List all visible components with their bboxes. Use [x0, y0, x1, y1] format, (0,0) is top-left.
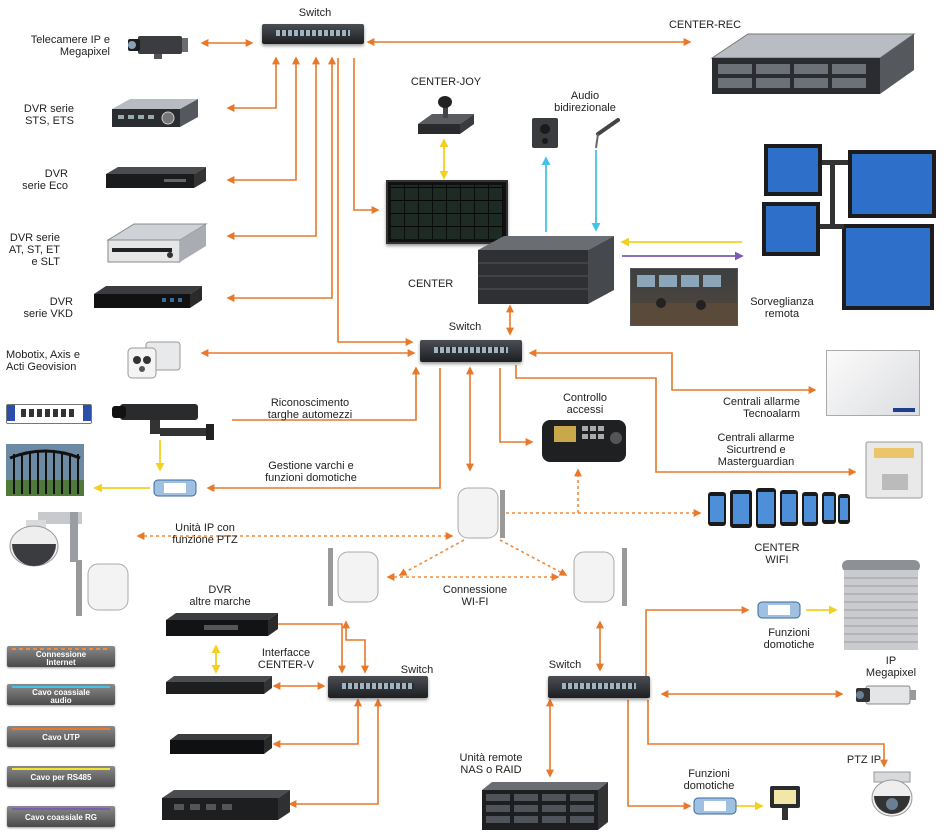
- switch-right: [548, 676, 650, 698]
- ip-megapixel-camera-icon: [850, 680, 920, 710]
- wire-dvr-eco: [226, 56, 300, 184]
- mobotix-camera-icon: [124, 338, 186, 382]
- joystick-icon: [414, 92, 478, 138]
- wire-dvr-vkd: [226, 56, 336, 302]
- nas-raid-icon: [480, 780, 610, 832]
- switch-top: [262, 24, 364, 44]
- dvr-at-icon: [106, 218, 208, 266]
- gate-icon: [6, 444, 84, 496]
- wifi-ap-right: [570, 548, 636, 608]
- wire-monitor: [353, 58, 380, 214]
- switch-mid: [420, 340, 522, 362]
- legend-rs485: Cavo per RS485: [7, 766, 115, 787]
- lpr-camera-icon: [106, 398, 216, 442]
- wire-funzioni1: [645, 606, 750, 676]
- dvr-eco-icon: [104, 164, 208, 192]
- dvr-lower-1-icon: [168, 732, 274, 756]
- wire-tecnoalarm: [528, 349, 817, 394]
- wire-dvr-at: [226, 56, 320, 240]
- center-joy-label: CENTER-JOY: [410, 76, 482, 88]
- wire-targhe: [232, 366, 420, 421]
- wifi-ap-left: [316, 548, 388, 608]
- video-wall-monitor: [386, 180, 508, 244]
- dvr-sts-icon: [110, 95, 200, 131]
- wire-ptz: [647, 700, 888, 768]
- switch-top-label: Switch: [298, 7, 332, 19]
- plate-icon: [6, 404, 92, 424]
- wire-dvr-altre: [278, 623, 346, 674]
- control-room-photo: [630, 268, 738, 326]
- remote-monitors: [760, 140, 940, 312]
- ptz-dome-icon: [4, 508, 88, 570]
- wire-accessi: [499, 368, 534, 446]
- wire-dvr-sts: [226, 56, 280, 112]
- dvr-lower-2-icon: [160, 788, 292, 824]
- domotic-module-icon: [152, 478, 198, 498]
- speaker-icon: [530, 116, 562, 150]
- wire-dvr3: [272, 698, 362, 748]
- switch-right-label: Switch: [548, 659, 582, 671]
- ptz-ip-dome-icon: [866, 770, 918, 822]
- wifi-ap-center: [452, 486, 508, 542]
- microphone-icon: [578, 116, 622, 150]
- mobile-devices: [706, 488, 852, 530]
- center-rec-label: CENTER-REC: [668, 19, 742, 31]
- dvr-vkd-icon: [92, 284, 204, 312]
- domotic-module-2-icon: [692, 796, 738, 816]
- wire-ap-left: [342, 620, 369, 674]
- center-server: [476, 232, 616, 306]
- box-camera-icon: [124, 30, 192, 60]
- domotic-module-1-icon: [756, 600, 802, 620]
- legend-rg: Cavo coassiale RG: [7, 806, 115, 827]
- center-label: CENTER: [408, 278, 454, 290]
- wire-top-mid: [337, 58, 414, 346]
- switch-left: [328, 676, 428, 698]
- wifi-antenna-left-icon: [70, 560, 130, 616]
- wire-sicurtrend: [515, 365, 857, 476]
- alarm-panel-sicurtrend: [864, 440, 924, 500]
- interface-unit-icon: [164, 674, 274, 696]
- wire-wifi-ap-left: [398, 539, 465, 576]
- wire-wifi-ap-right: [499, 539, 568, 576]
- wire-gestione: [206, 368, 441, 492]
- ptz-ip-label: PTZ IP: [846, 754, 882, 766]
- alarm-panel-tecnoalarm: [826, 350, 920, 416]
- wire-funzioni2: [627, 700, 692, 810]
- wire-dvr4: [288, 698, 382, 808]
- dvr-altre-icon: [164, 610, 280, 640]
- floodlight-icon: [766, 782, 806, 822]
- center-rec-server: [704, 26, 916, 96]
- garage-shutter-icon: [838, 556, 924, 652]
- switch-mid-label: Switch: [448, 321, 482, 333]
- access-control-terminal: [538, 418, 630, 464]
- legend-utp: Cavo UTP: [7, 726, 115, 747]
- switch-left-label: Switch: [400, 664, 434, 676]
